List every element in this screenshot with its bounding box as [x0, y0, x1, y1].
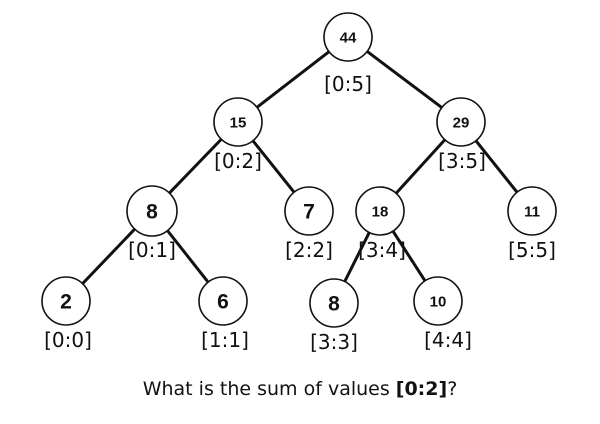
node-circle	[507, 186, 557, 236]
node-value: 8	[328, 293, 340, 316]
edge-n29-n11	[474, 139, 519, 194]
tree-edges	[81, 49, 519, 286]
edge-n8a-n6	[165, 229, 210, 284]
node-range-label: [5:5]	[508, 238, 556, 262]
tree-node-n7: 7 [2:2]	[284, 186, 334, 262]
tree-node-n6: 6 [1:1]	[198, 276, 249, 352]
node-circle	[126, 185, 178, 237]
node-circle	[413, 276, 463, 326]
node-value: 29	[453, 115, 470, 132]
tree-node-n8b: 8 [3:3]	[309, 278, 359, 354]
tree-node-n2: 2 [0:0]	[41, 276, 92, 352]
node-circle	[41, 276, 91, 326]
node-value: 15	[230, 115, 247, 132]
question-suffix: ?	[447, 378, 458, 400]
tree-node-n29: 29 [3:5]	[436, 97, 486, 173]
node-value: 11	[524, 204, 540, 221]
edge-n44-n29	[365, 49, 444, 110]
node-value: 18	[372, 204, 389, 221]
tree-nodes: 44 [0:5] 15 [0:2] 29 [3:5] 8 [0:1] 7 [2:2] 18 [3:4]…	[41, 12, 557, 354]
tree-node-n18: 18 [3:4]	[355, 186, 406, 262]
node-value: 7	[303, 201, 315, 224]
tree-node-n44: 44 [0:5]	[323, 12, 373, 96]
node-circle	[198, 276, 248, 326]
node-circle	[355, 186, 405, 236]
edge-n29-n18	[394, 138, 447, 195]
edge-n44-n15	[255, 50, 331, 109]
tree-node-n11: 11 [5:5]	[507, 186, 557, 262]
node-value: 10	[430, 294, 447, 311]
node-circle	[323, 12, 373, 62]
edge-n15-n7	[251, 139, 296, 194]
node-circle	[284, 186, 334, 236]
question-prefix: What is the sum of values	[142, 378, 396, 400]
node-circle	[309, 278, 359, 328]
node-range-label: [2:2]	[285, 238, 333, 262]
node-range-label: [4:4]	[424, 328, 472, 352]
question-range: [0:2]	[395, 378, 448, 400]
node-range-label: [0:2]	[214, 149, 262, 173]
node-circle	[436, 97, 486, 147]
node-range-label: [0:0]	[44, 328, 92, 352]
tree-node-n10: 10 [4:4]	[413, 276, 472, 352]
node-range-label: [3:4]	[358, 238, 406, 262]
node-range-label: [0:5]	[324, 72, 372, 96]
edge-n18-n10	[391, 229, 427, 283]
node-value: 2	[60, 291, 72, 314]
node-range-label: [0:1]	[128, 238, 176, 262]
node-range-label: [3:5]	[438, 149, 486, 173]
edge-n8a-n2	[81, 227, 137, 286]
tree-node-n8a: 8 [0:1]	[126, 185, 178, 262]
tree-node-n15: 15 [0:2]	[213, 97, 263, 173]
node-value: 8	[146, 201, 158, 224]
node-range-label: [3:3]	[310, 330, 358, 354]
question-text: What is the sum of values [0:2]?	[0, 378, 600, 400]
node-value: 44	[340, 30, 357, 47]
node-value: 6	[217, 291, 229, 314]
edge-n15-n8a	[167, 137, 223, 195]
edge-n18-n8b	[343, 230, 371, 284]
node-circle	[213, 97, 263, 147]
node-range-label: [1:1]	[201, 328, 249, 352]
